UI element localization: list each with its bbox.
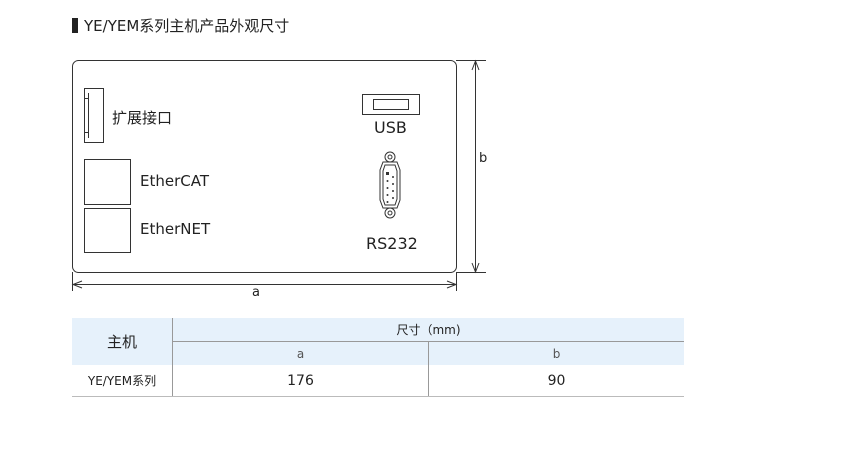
- col-b-header: b: [428, 341, 684, 365]
- usb-port-shape: [362, 94, 420, 115]
- expansion-port-label: 扩展接口: [112, 109, 173, 127]
- col-a-header: a: [172, 341, 429, 365]
- model-cell: YE/YEM系列: [72, 365, 173, 397]
- dimension-b-label: b: [479, 151, 488, 166]
- b-value-cell: 90: [428, 365, 684, 397]
- dimension-a-label: a: [252, 285, 260, 300]
- usb-label: USB: [374, 118, 407, 137]
- ethernet-label: EtherNET: [140, 220, 211, 238]
- size-header: 尺寸（mm): [172, 318, 684, 342]
- dimension-b-line: [456, 59, 486, 274]
- device-outline: [72, 60, 457, 273]
- page-title: YE/YEM系列主机产品外观尺寸: [72, 15, 289, 36]
- title-text: YE/YEM系列主机产品外观尺寸: [84, 17, 290, 35]
- title-marker: [72, 18, 78, 33]
- ethercat-port-shape: [84, 159, 131, 205]
- rs232-port-shape: [379, 151, 401, 219]
- ethercat-label: EtherCAT: [140, 172, 209, 190]
- host-header: 主机: [72, 318, 173, 365]
- a-value-cell: 176: [172, 365, 429, 397]
- ethernet-port-shape: [84, 208, 131, 253]
- rs232-label: RS232: [366, 234, 418, 253]
- table-row: YE/YEM系列 176 90: [72, 365, 684, 397]
- dimension-table: 主机 尺寸（mm) a b YE/YEM系列 176 90: [72, 318, 684, 397]
- dimension-a-line: [71, 272, 458, 291]
- expansion-port-shape: [84, 88, 104, 143]
- dimension-diagram: [71, 59, 486, 291]
